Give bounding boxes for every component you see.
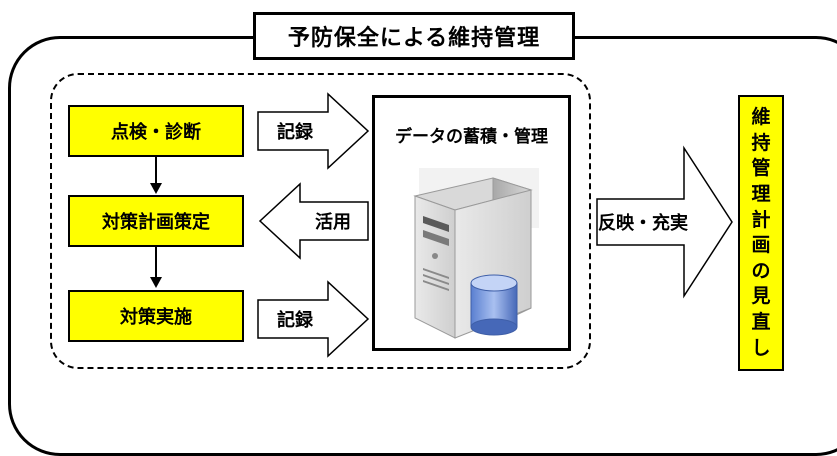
connector-arrows [150, 92, 733, 358]
reflect-label: 反映・充実 [598, 213, 688, 234]
server-database-icon [413, 168, 539, 339]
data-store-box: データの蓄積・管理 [372, 95, 571, 351]
plan-review-char: 持 [751, 131, 771, 154]
plan-review-char: 管 [751, 157, 771, 180]
step-inspection: 点検・診断 [68, 105, 244, 157]
plan-review-char: し [751, 336, 771, 359]
right-block-arrow-icon [596, 145, 733, 299]
record-label-bottom: 記録 [277, 310, 313, 331]
right-block-arrow-icon [257, 92, 370, 170]
record-label-top: 記録 [277, 122, 313, 143]
plan-review-char: 直 [751, 311, 771, 334]
step-implementation: 対策実施 [68, 290, 244, 342]
left-block-arrow-icon [258, 182, 369, 260]
step-planning: 対策計画策定 [68, 195, 244, 247]
down-arrow-icon [150, 157, 162, 194]
plan-review-char: 理 [751, 183, 771, 206]
down-arrow-icon [150, 247, 162, 288]
diagram-title: 予防保全による維持管理 [253, 12, 575, 60]
plan-review-char: 画 [751, 234, 771, 257]
plan-review-box: 維持管理計画の見直し [738, 95, 784, 371]
right-block-arrow-icon [257, 280, 370, 358]
plan-review-char: 維 [751, 106, 771, 129]
plan-review-char: 見 [751, 285, 771, 308]
cycle-frame [50, 73, 591, 369]
plan-review-char: の [751, 259, 771, 282]
plan-review-char: 計 [751, 208, 771, 231]
use-label: 活用 [315, 212, 351, 233]
data-store-title: データの蓄積・管理 [395, 127, 548, 147]
